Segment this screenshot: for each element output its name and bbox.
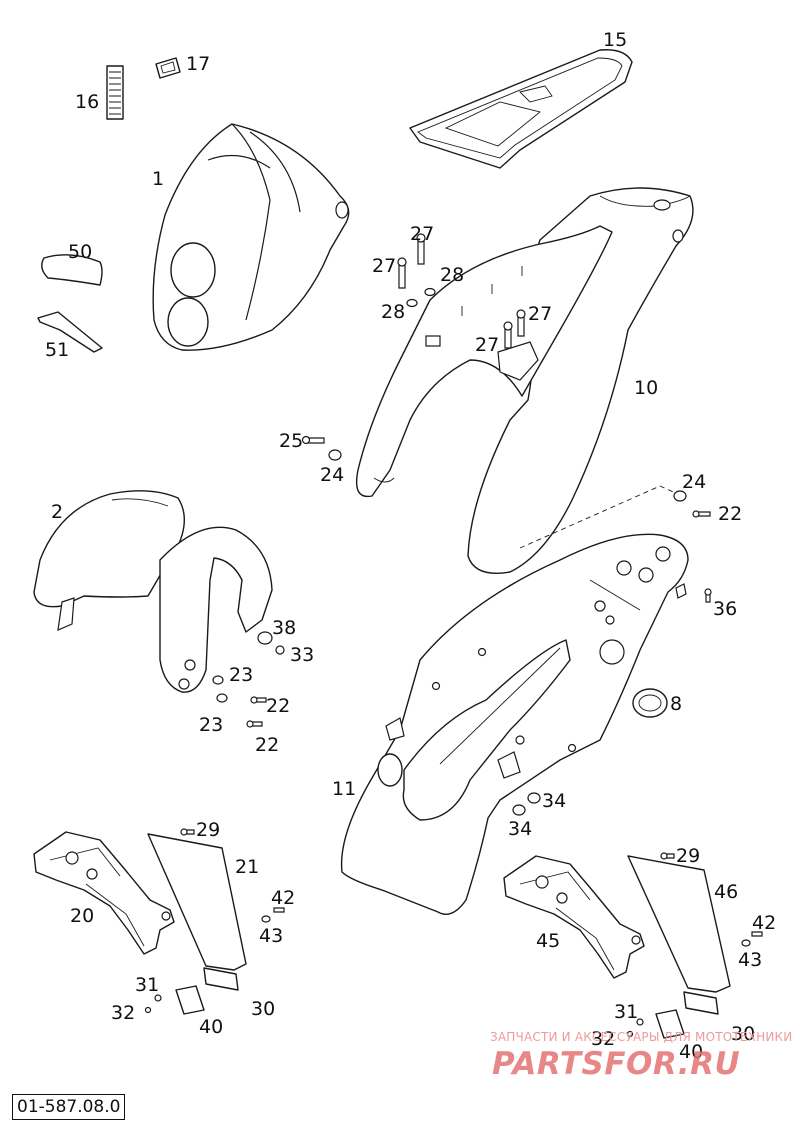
callout-23b: 23	[199, 714, 223, 736]
watermark-logo: PARTSFOR.RU	[492, 1046, 741, 1082]
callout-27c: 27	[528, 303, 552, 325]
callout-31b: 31	[614, 1001, 638, 1023]
callout-24b: 24	[682, 471, 706, 493]
part-1-headlight-mask	[152, 123, 350, 351]
callout-34b: 34	[508, 818, 532, 840]
callout-25: 25	[279, 430, 303, 452]
hardware-34	[512, 792, 541, 816]
callout-40a: 40	[199, 1016, 223, 1038]
callout-22b: 22	[266, 695, 290, 717]
callout-24a: 24	[320, 464, 344, 486]
callout-29a: 29	[196, 819, 220, 841]
hardware-right-plate	[626, 852, 763, 1039]
callout-43b: 43	[738, 949, 762, 971]
callout-28a: 28	[440, 264, 464, 286]
callout-17: 17	[186, 53, 210, 75]
part-21-license-plate-left	[147, 833, 247, 971]
callout-27b: 27	[372, 255, 396, 277]
callout-28b: 28	[381, 301, 405, 323]
callout-1: 1	[152, 168, 164, 190]
callout-32b: 32	[591, 1028, 615, 1050]
callout-31a: 31	[135, 974, 159, 996]
part-50-pad	[41, 254, 103, 286]
callout-16: 16	[75, 91, 99, 113]
callout-34a: 34	[542, 790, 566, 812]
hardware-fender	[212, 631, 285, 728]
callout-27a: 27	[410, 223, 434, 245]
callout-20: 20	[70, 905, 94, 927]
callout-46: 46	[714, 881, 738, 903]
callout-15: 15	[603, 29, 627, 51]
hardware-36	[704, 588, 712, 603]
callout-27d: 27	[475, 334, 499, 356]
hardware-24-25	[301, 435, 342, 461]
part-11-under-tray	[340, 533, 689, 915]
callout-23a: 23	[229, 664, 253, 686]
part-10-rear-panel	[355, 187, 694, 574]
drawing-number: 01-587.08.0	[12, 1094, 126, 1120]
part-16-grille	[106, 65, 124, 120]
callout-32a: 32	[111, 1002, 135, 1024]
callout-36: 36	[713, 598, 737, 620]
callout-22c: 22	[255, 734, 279, 756]
callout-30b: 30	[731, 1023, 755, 1045]
hardware-27-28	[397, 233, 526, 349]
part-51-strip	[37, 311, 103, 353]
callout-10: 10	[634, 377, 658, 399]
callout-2: 2	[51, 501, 63, 523]
callout-50: 50	[68, 241, 92, 263]
callout-labels: 15 17 16 1 27 27 28 50 28 27 27 51 10 25…	[45, 29, 776, 1063]
callout-11: 11	[332, 778, 356, 800]
callout-51: 51	[45, 339, 69, 361]
callout-43a: 43	[259, 925, 283, 947]
leader-24-22	[519, 485, 711, 549]
callout-42a: 42	[271, 887, 295, 909]
callout-30a: 30	[251, 998, 275, 1020]
part-17-emblem	[155, 57, 181, 79]
watermark-caption: ЗАПЧАСТИ И АКСЕССУАРЫ ДЛЯ МОТОТЕХНИКИ	[490, 1030, 793, 1044]
part-46-license-plate-right	[627, 855, 731, 993]
callout-8: 8	[670, 693, 682, 715]
callout-45: 45	[536, 930, 560, 952]
part-8-plug	[632, 688, 668, 718]
part-2-front-fender	[33, 490, 273, 693]
callout-29b: 29	[676, 845, 700, 867]
callout-40b: 40	[679, 1041, 703, 1063]
callout-38: 38	[272, 617, 296, 639]
callout-21: 21	[235, 856, 259, 878]
callout-33: 33	[290, 644, 314, 666]
callout-42b: 42	[752, 912, 776, 934]
callout-22a: 22	[718, 503, 742, 525]
part-45-license-bracket-right	[503, 855, 645, 979]
hardware-left-plate	[144, 828, 285, 1015]
part-20-license-bracket-left	[33, 831, 175, 955]
part-15-cover-mat	[409, 49, 633, 169]
